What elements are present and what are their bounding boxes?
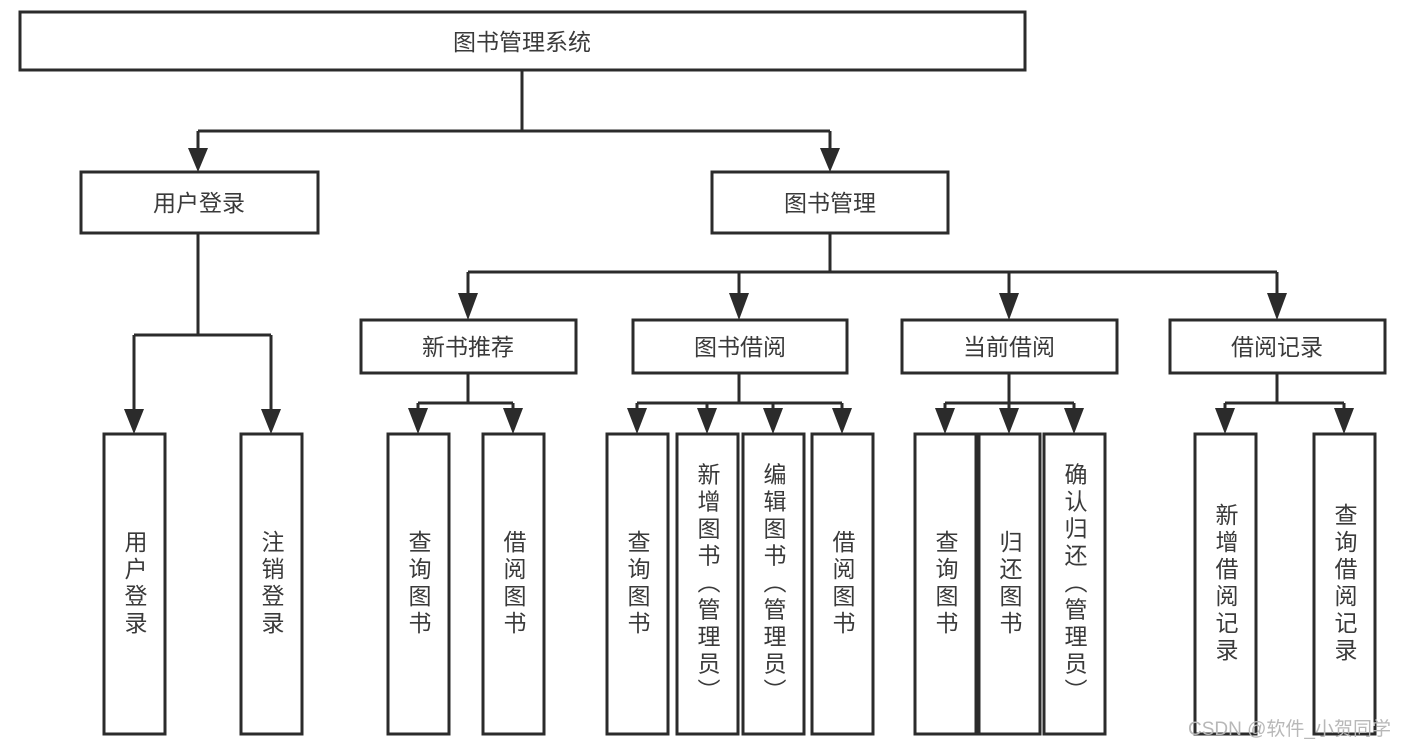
connector-group-book-management — [458, 233, 1287, 320]
node-new-book-recommend-box[interactable] — [359, 318, 578, 375]
node-current-borrow-box[interactable] — [900, 318, 1119, 375]
node-leaf-add-record[interactable]: 新增借阅记录 — [1193, 432, 1258, 736]
node-leaf-return-book[interactable]: 归还图书 — [977, 432, 1042, 736]
node-leaf-borrow-book-1[interactable]: 借阅图书 — [481, 432, 546, 736]
arrow-head-query-record — [1334, 408, 1354, 434]
arrow-head-add-book — [697, 408, 717, 434]
node-leaf-query-book-1-box[interactable] — [386, 432, 451, 736]
node-leaf-borrow-book-2[interactable]: 借阅图书 — [810, 432, 875, 736]
node-leaf-add-book-box[interactable] — [675, 432, 740, 736]
node-leaf-borrow-book-2-box[interactable] — [810, 432, 875, 736]
arrow-head-confirm-return — [1064, 408, 1084, 434]
node-leaf-edit-book[interactable]: 编辑图书（管理员） — [741, 432, 806, 736]
node-book-management[interactable]: 图书管理 — [710, 170, 950, 235]
arrow-head-new-book-recommend — [458, 293, 478, 320]
connector-group-borrow-record — [1215, 373, 1354, 434]
node-new-book-recommend-label: 新书推荐 — [422, 334, 514, 360]
arrow-head-borrow-book-1 — [503, 408, 523, 434]
node-leaf-query-book-1-label: 查询图书 — [405, 530, 432, 638]
arrow-head-add-record — [1215, 408, 1235, 434]
node-leaf-borrow-book-2-label: 借阅图书 — [829, 530, 856, 638]
node-leaf-query-book-2-box[interactable] — [605, 432, 670, 736]
connector-group-new-book-recommend — [408, 373, 523, 434]
node-leaf-query-book-3-box[interactable] — [913, 432, 978, 736]
node-leaf-edit-book-label: 编辑图书（管理员） — [760, 463, 787, 706]
node-leaf-confirm-return[interactable]: 确认归还（管理员） — [1042, 432, 1107, 736]
node-borrow-record[interactable]: 借阅记录 — [1168, 318, 1387, 375]
arrow-head-query-book-3 — [935, 408, 955, 434]
connector-group-current-borrow — [935, 373, 1084, 434]
node-leaf-query-book-2[interactable]: 查询图书 — [605, 432, 670, 736]
node-leaf-user-login[interactable]: 用户登录 — [102, 432, 167, 736]
node-new-book-recommend[interactable]: 新书推荐 — [359, 318, 578, 375]
arrow-head-user-login — [188, 148, 208, 172]
connector-group-root — [188, 71, 840, 172]
connector-group-book-borrow — [627, 373, 852, 434]
node-root-box[interactable] — [18, 10, 1027, 72]
node-leaf-query-book-2-label: 查询图书 — [624, 530, 651, 638]
node-book-borrow-box[interactable] — [631, 318, 849, 375]
node-user-login[interactable]: 用户登录 — [79, 170, 320, 235]
node-book-management-box[interactable] — [710, 170, 950, 235]
arrow-head-edit-book — [763, 408, 783, 434]
node-leaf-return-book-label: 归还图书 — [996, 530, 1023, 638]
arrow-head-query-book-1 — [408, 408, 428, 434]
node-leaf-query-record-box[interactable] — [1312, 432, 1377, 736]
node-user-login-label: 用户登录 — [153, 190, 245, 216]
node-leaf-query-book-1[interactable]: 查询图书 — [386, 432, 451, 736]
arrow-head-book-borrow — [729, 293, 749, 320]
node-leaf-query-book-3-label: 查询图书 — [932, 530, 959, 638]
node-leaf-query-record-label: 查询借阅记录 — [1331, 503, 1358, 665]
node-leaf-add-book-label: 新增图书（管理员） — [694, 463, 721, 706]
connector-group-user-login — [124, 233, 281, 434]
node-leaf-add-record-label: 新增借阅记录 — [1212, 503, 1239, 665]
node-leaf-confirm-return-box[interactable] — [1042, 432, 1107, 736]
node-book-borrow[interactable]: 图书借阅 — [631, 318, 849, 375]
arrow-head-borrow-record — [1267, 293, 1287, 320]
node-borrow-record-box[interactable] — [1168, 318, 1387, 375]
node-leaf-borrow-book-1-label: 借阅图书 — [500, 530, 527, 638]
node-root-label: 图书管理系统 — [453, 29, 591, 55]
node-leaf-user-login-label: 用户登录 — [121, 530, 148, 638]
node-leaf-edit-book-box[interactable] — [741, 432, 806, 736]
arrow-head-current-borrow — [999, 293, 1019, 320]
node-leaf-user-login-box[interactable] — [102, 432, 167, 736]
node-leaf-logout[interactable]: 注销登录 — [239, 432, 304, 736]
node-book-management-label: 图书管理 — [784, 190, 876, 216]
arrow-head-book-management — [820, 148, 840, 172]
node-current-borrow[interactable]: 当前借阅 — [900, 318, 1119, 375]
arrow-head-leaf-logout — [261, 409, 281, 434]
node-book-borrow-label: 图书借阅 — [694, 334, 786, 360]
arrow-head-return-book — [999, 408, 1019, 434]
node-current-borrow-label: 当前借阅 — [963, 334, 1055, 360]
node-leaf-borrow-book-1-box[interactable] — [481, 432, 546, 736]
node-leaf-logout-label: 注销登录 — [258, 530, 285, 638]
arrow-head-borrow-book-2 — [832, 408, 852, 434]
node-user-login-box[interactable] — [79, 170, 320, 235]
node-leaf-logout-box[interactable] — [239, 432, 304, 736]
node-leaf-query-book-3[interactable]: 查询图书 — [913, 432, 978, 736]
arrow-head-query-book-2 — [627, 408, 647, 434]
node-leaf-confirm-return-label: 确认归还（管理员） — [1061, 463, 1088, 706]
node-root[interactable]: 图书管理系统 — [18, 10, 1027, 72]
node-leaf-return-book-box[interactable] — [977, 432, 1042, 736]
arrow-head-leaf-user-login — [124, 409, 144, 434]
node-leaf-add-book[interactable]: 新增图书（管理员） — [675, 432, 740, 736]
node-leaf-query-record[interactable]: 查询借阅记录 — [1312, 432, 1377, 736]
node-borrow-record-label: 借阅记录 — [1231, 334, 1323, 360]
node-leaf-add-record-box[interactable] — [1193, 432, 1258, 736]
